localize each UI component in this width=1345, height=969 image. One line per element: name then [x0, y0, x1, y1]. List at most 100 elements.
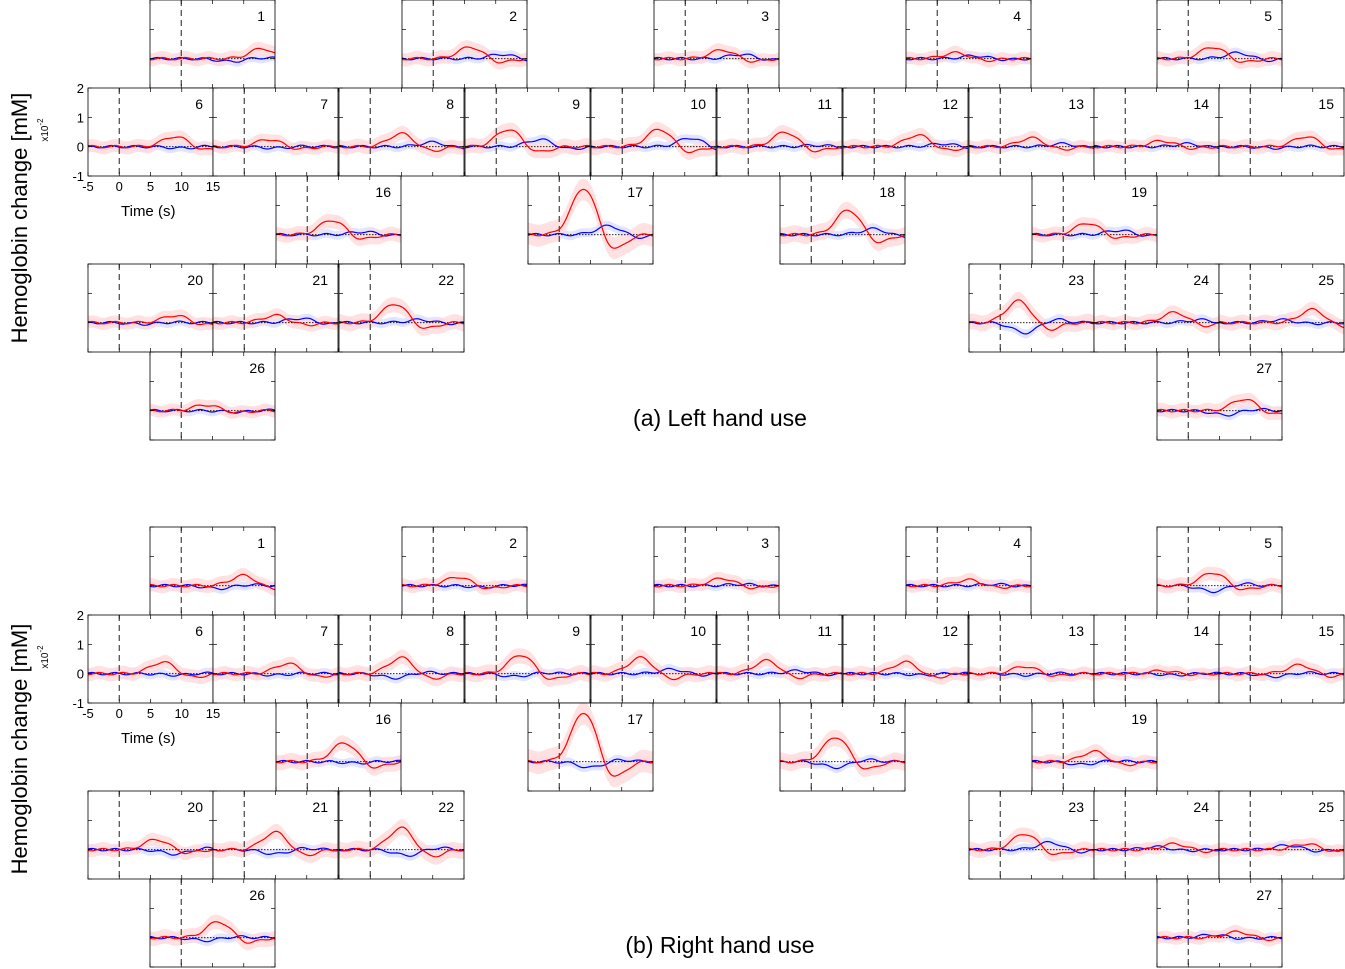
oxy-line [464, 655, 591, 680]
oxy-line [212, 830, 339, 857]
plot-background [88, 88, 213, 176]
deoxy-line [842, 671, 969, 677]
channel-label: 23 [1068, 272, 1084, 288]
y-scale-factor: x10-2 [36, 118, 51, 142]
x-tick-label: 15 [206, 706, 220, 721]
oxy-line [842, 134, 969, 151]
plot-background [1094, 615, 1219, 703]
channel-label: 19 [1131, 711, 1147, 727]
x-tick-label: 0 [116, 706, 123, 721]
channel-plot-14: 14 [1093, 87, 1220, 177]
channel-label: 10 [690, 623, 706, 639]
oxy-line [1156, 47, 1283, 63]
channel-label: 17 [627, 711, 643, 727]
plot-background [88, 264, 213, 352]
channel-plot-24: 24 [1093, 263, 1220, 353]
channel-label: 27 [1256, 887, 1272, 903]
channel-plot-22: 22 [338, 263, 465, 353]
channel-label: 14 [1193, 623, 1209, 639]
deoxy-line [275, 230, 402, 237]
oxy-line [716, 658, 843, 680]
channel-label: 5 [1264, 8, 1272, 24]
deoxy-line [1093, 141, 1220, 150]
oxy-line [1218, 843, 1345, 852]
x-tick-label: 10 [175, 706, 189, 721]
channel-plot-21: 21 [212, 263, 339, 353]
deoxy-line [1093, 318, 1220, 325]
oxy-line [87, 661, 214, 678]
oxy-line [338, 132, 465, 152]
plot-background [150, 527, 275, 615]
deoxy-line [464, 671, 591, 678]
channel-label: 15 [1318, 623, 1334, 639]
deoxy-line [968, 317, 1095, 335]
oxy-line [1218, 307, 1345, 329]
oxy-line [212, 139, 339, 150]
deoxy-line [1218, 144, 1345, 150]
channel-plot-17: 17 [527, 175, 654, 265]
channel-plot-25: 25 [1218, 790, 1345, 880]
x-tick-label: 0 [116, 179, 123, 194]
x-tick-label: 15 [206, 179, 220, 194]
channel-plot-23: 23 [968, 790, 1095, 880]
oxy-line [275, 742, 402, 769]
plot-background [906, 0, 1031, 88]
channel-plot-23: 23 [968, 263, 1095, 353]
x-axis-label: Time (s) [121, 730, 175, 747]
plot-background [654, 527, 779, 615]
oxy-line [401, 577, 528, 590]
plot-background [843, 88, 968, 176]
channel-label: 3 [761, 535, 769, 551]
y-tick-label: 0 [77, 667, 84, 682]
oxy-line [1093, 842, 1219, 854]
channel-label: 13 [1068, 623, 1084, 639]
y-tick-label: 1 [77, 637, 84, 652]
channel-plot-16: 16 [275, 702, 402, 792]
oxy-line [150, 47, 276, 61]
channel-plot-6: 6 [87, 614, 214, 704]
deoxy-line [842, 142, 968, 149]
oxy-line [464, 129, 591, 152]
channel-label: 8 [446, 623, 454, 639]
oxy-line [779, 209, 906, 244]
oxy-line [149, 921, 276, 944]
oxy-line [1156, 572, 1283, 591]
oxy-line [212, 313, 339, 327]
oxy-line [527, 188, 654, 249]
channel-plot-19: 19 [1031, 702, 1158, 792]
channel-plot-6: 6 [87, 87, 214, 177]
oxy-line [1218, 136, 1345, 150]
deoxy-line [338, 318, 465, 326]
oxy-line [1031, 749, 1158, 767]
oxy-line [1156, 930, 1282, 942]
oxy-line [1218, 663, 1345, 678]
channel-label: 5 [1264, 535, 1272, 551]
oxy-line [968, 299, 1095, 331]
oxy-line [1156, 399, 1283, 415]
caption-left-hand: (a) Left hand use [633, 405, 807, 431]
channel-plot-20: 20 [87, 263, 214, 353]
plot-background [1094, 88, 1219, 176]
channel-plot-4: 4 [905, 526, 1032, 616]
oxy-line [338, 826, 465, 858]
channel-label: 24 [1193, 799, 1209, 815]
oxy-band [591, 649, 716, 687]
plot-background [591, 615, 716, 703]
deoxy-line [464, 138, 591, 151]
deoxy-line [1156, 933, 1283, 941]
channel-plot-5: 5 [1156, 0, 1283, 89]
oxy-line [653, 577, 780, 590]
channel-label: 20 [187, 272, 203, 288]
channel-plot-21: 21 [212, 790, 339, 880]
plot-background [213, 88, 338, 176]
channel-label: 26 [249, 360, 265, 376]
oxy-line [968, 834, 1095, 856]
channel-plot-16: 16 [275, 175, 402, 265]
channel-label: 6 [195, 96, 203, 112]
plot-background [1219, 791, 1344, 879]
oxy-line [87, 838, 214, 855]
deoxy-line [87, 671, 214, 677]
plot-background [1094, 264, 1219, 352]
y-axis-label-b: Hemoglobin change [mM] [7, 623, 32, 875]
plot-background [1219, 264, 1344, 352]
